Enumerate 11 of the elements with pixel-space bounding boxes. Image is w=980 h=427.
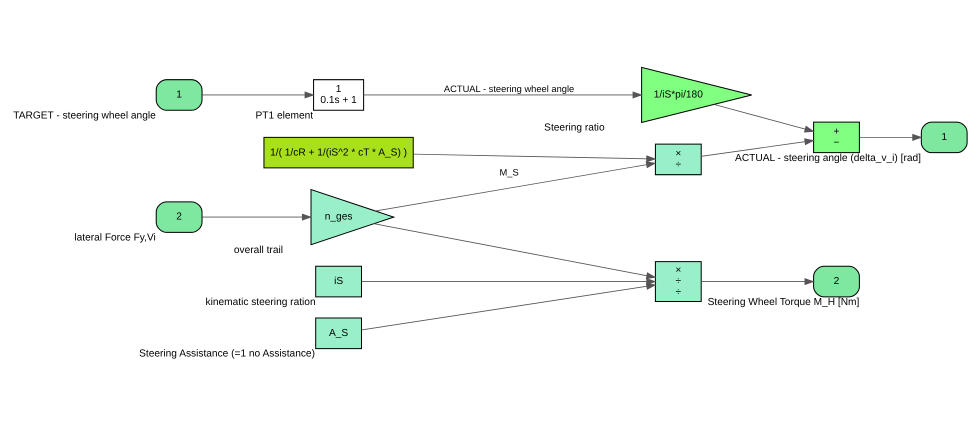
node-label: TARGET - steering wheel angle	[13, 110, 156, 122]
edge-label: M_S	[499, 167, 519, 178]
node-label: Steering Wheel Torque M_H [Nm]	[708, 296, 860, 308]
node-label: Steering Assistance (=1 no Assistance)	[139, 348, 315, 360]
node-label: PT1 element	[256, 110, 314, 122]
node-label: ACTUAL - steering angle (delta_v_i) [rad]	[735, 152, 921, 164]
node-label: lateral Force Fy,Vi	[74, 232, 156, 244]
node-label: Steering ratio	[544, 122, 605, 134]
node-label: kinematic steering ration	[206, 296, 316, 308]
node-label: overall trail	[234, 244, 283, 256]
edge-label: ACTUAL - steering wheel angle	[444, 84, 574, 94]
